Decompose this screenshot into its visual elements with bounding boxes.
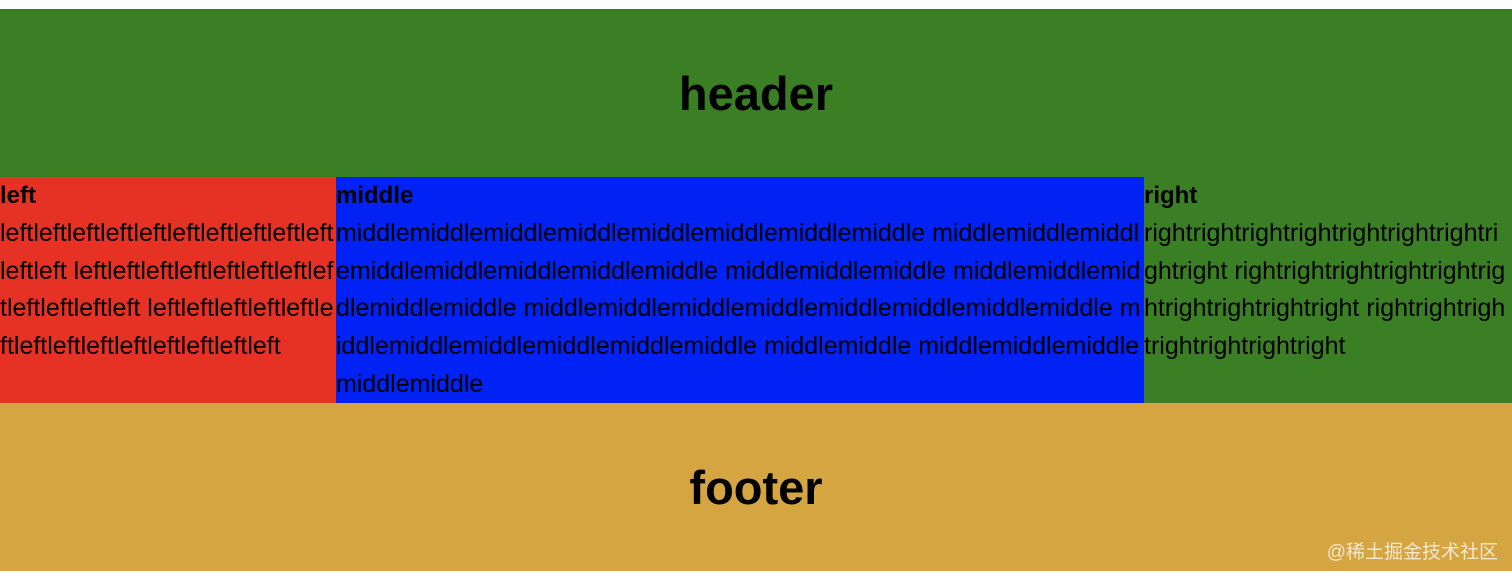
footer-title: footer: [689, 460, 823, 514]
right-column-title: right: [1144, 182, 1198, 209]
middle-column-title: middle: [336, 182, 414, 209]
right-column: right rightrightrightrightrightrightrigh…: [1144, 177, 1512, 403]
watermark: @稀土掘金技术社区: [1326, 542, 1498, 563]
middle-column: middle middlemiddlemiddlemiddlemiddlemid…: [336, 177, 1144, 403]
header-section: header: [0, 9, 1512, 177]
left-column: left leftleftleftleftleftleftleftleftlef…: [0, 177, 336, 403]
right-column-body: rightrightrightrightrightrightrightright…: [1144, 218, 1506, 361]
left-column-body: leftleftleftleftleftleftleftleftleftleft…: [0, 218, 334, 361]
columns-row: left leftleftleftleftleftleftleftleftlef…: [0, 177, 1512, 403]
footer-section: footer: [0, 403, 1512, 571]
middle-column-body: middlemiddlemiddlemiddlemiddlemiddlemidd…: [336, 218, 1141, 398]
left-column-title: left: [0, 182, 36, 209]
header-title: header: [678, 66, 834, 120]
